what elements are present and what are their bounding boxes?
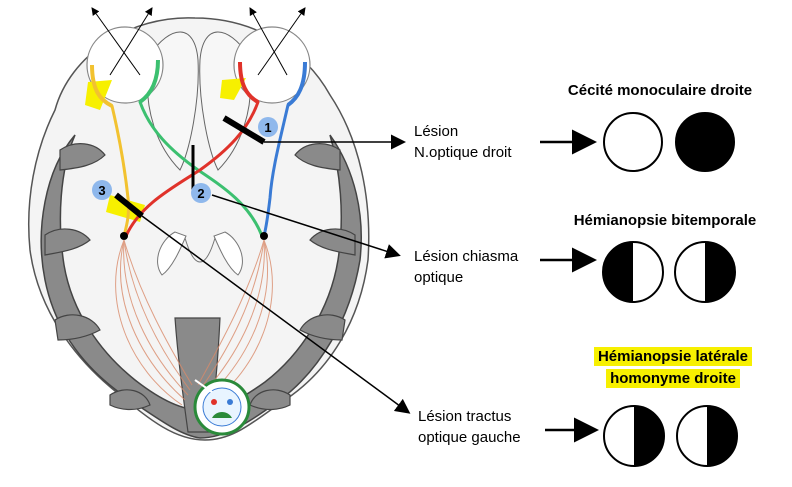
deficit-title-3: Hémianopsie latérale homonyme droite <box>578 346 768 390</box>
lesion-label-line1: Lésion chiasma <box>414 248 519 265</box>
lesion-label-chiasma: Lésion chiasma optique <box>414 246 518 288</box>
lesion-marker-1: 1 <box>258 117 278 137</box>
optic-radiations <box>115 239 273 406</box>
deficit-title-3-line1: Hémianopsie latérale <box>593 347 753 366</box>
lesion-label-tract: Lésion tractus optique gauche <box>418 406 521 448</box>
lesion-label-line2: optique <box>414 269 464 286</box>
highlight-patch <box>220 78 246 100</box>
result-arrows <box>540 129 599 443</box>
field-row-3 <box>603 405 738 467</box>
lesion-bar-optic-nerve <box>222 115 266 145</box>
lesion-label-line1: Lésion <box>414 123 459 140</box>
highlight-patch <box>106 195 145 222</box>
right-eye <box>233 26 311 104</box>
logo-seal <box>193 378 251 436</box>
lesion-bar-tract <box>114 192 144 219</box>
visual-field-arrows <box>91 7 306 76</box>
lesion-marker-2: 2 <box>191 183 211 203</box>
right-visual-field <box>675 112 735 172</box>
left-visual-field <box>603 112 663 172</box>
lesion-label-line2: optique gauche <box>418 429 521 446</box>
lesion-label-line2: N.optique droit <box>414 144 512 161</box>
svg-text:3: 3 <box>98 183 105 198</box>
field-row-1 <box>603 112 735 172</box>
svg-text:2: 2 <box>197 186 204 201</box>
deficit-title-1: Cécité monoculaire droite <box>567 82 753 99</box>
lesion-marker-3: 3 <box>92 180 112 200</box>
deficit-title-2: Hémianopsie bitemporale <box>573 212 757 229</box>
svg-text:1: 1 <box>264 120 271 135</box>
field-row-2 <box>602 241 736 303</box>
deficit-title-3-line2: homonyme droite <box>606 369 740 388</box>
lesion-pointers <box>141 134 411 414</box>
lesion-label-optic-nerve: Lésion N.optique droit <box>414 121 512 163</box>
gyri <box>44 143 356 411</box>
lesion-label-line1: Lésion tractus <box>418 408 512 425</box>
